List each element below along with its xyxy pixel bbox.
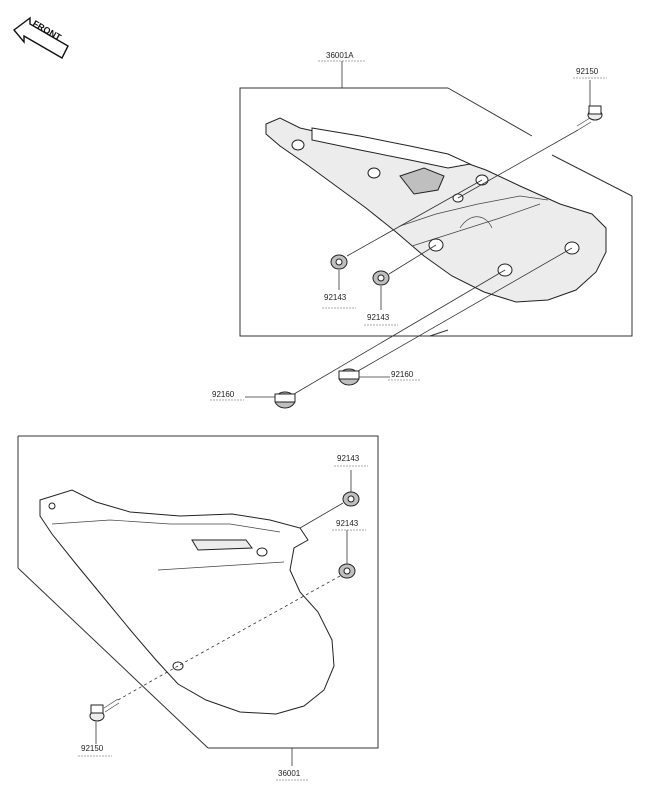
lower-frame <box>18 435 379 749</box>
upper-damper-right-92160[interactable] <box>338 368 360 386</box>
upper-assembly: 36001A 92150 <box>210 51 633 409</box>
label-92143-upper-left[interactable]: 92143 <box>324 293 347 302</box>
upper-side-cover <box>265 117 607 303</box>
label-92143-lower-middle[interactable]: 92143 <box>336 519 359 528</box>
lower-grommet-top-92143[interactable] <box>342 491 360 507</box>
lower-grommet-middle-92143[interactable] <box>338 563 356 579</box>
upper-grommet-right-92143[interactable] <box>372 270 390 286</box>
assembly-label-36001A[interactable]: 36001A <box>326 51 354 60</box>
upper-bolt-92150[interactable] <box>576 105 603 131</box>
front-direction-marker: FRONT <box>12 16 69 59</box>
assembly-label-36001[interactable]: 36001 <box>278 769 301 778</box>
upper-frame <box>239 87 633 337</box>
lower-bolt-92150[interactable] <box>89 698 120 722</box>
upper-grommet-left-92143[interactable] <box>330 254 348 270</box>
lower-side-cover <box>39 489 335 715</box>
upper-damper-left-92160[interactable] <box>274 391 296 409</box>
label-92143-lower-top[interactable]: 92143 <box>337 454 360 463</box>
label-92150-lower[interactable]: 92150 <box>81 744 104 753</box>
front-arrow-icon <box>12 16 69 59</box>
lower-assembly: 36001 92143 92143 <box>17 435 379 781</box>
label-92160-left[interactable]: 92160 <box>212 390 235 399</box>
label-92150-upper[interactable]: 92150 <box>576 67 599 76</box>
label-92160-right[interactable]: 92160 <box>391 370 414 379</box>
label-92143-upper-right[interactable]: 92143 <box>367 313 390 322</box>
